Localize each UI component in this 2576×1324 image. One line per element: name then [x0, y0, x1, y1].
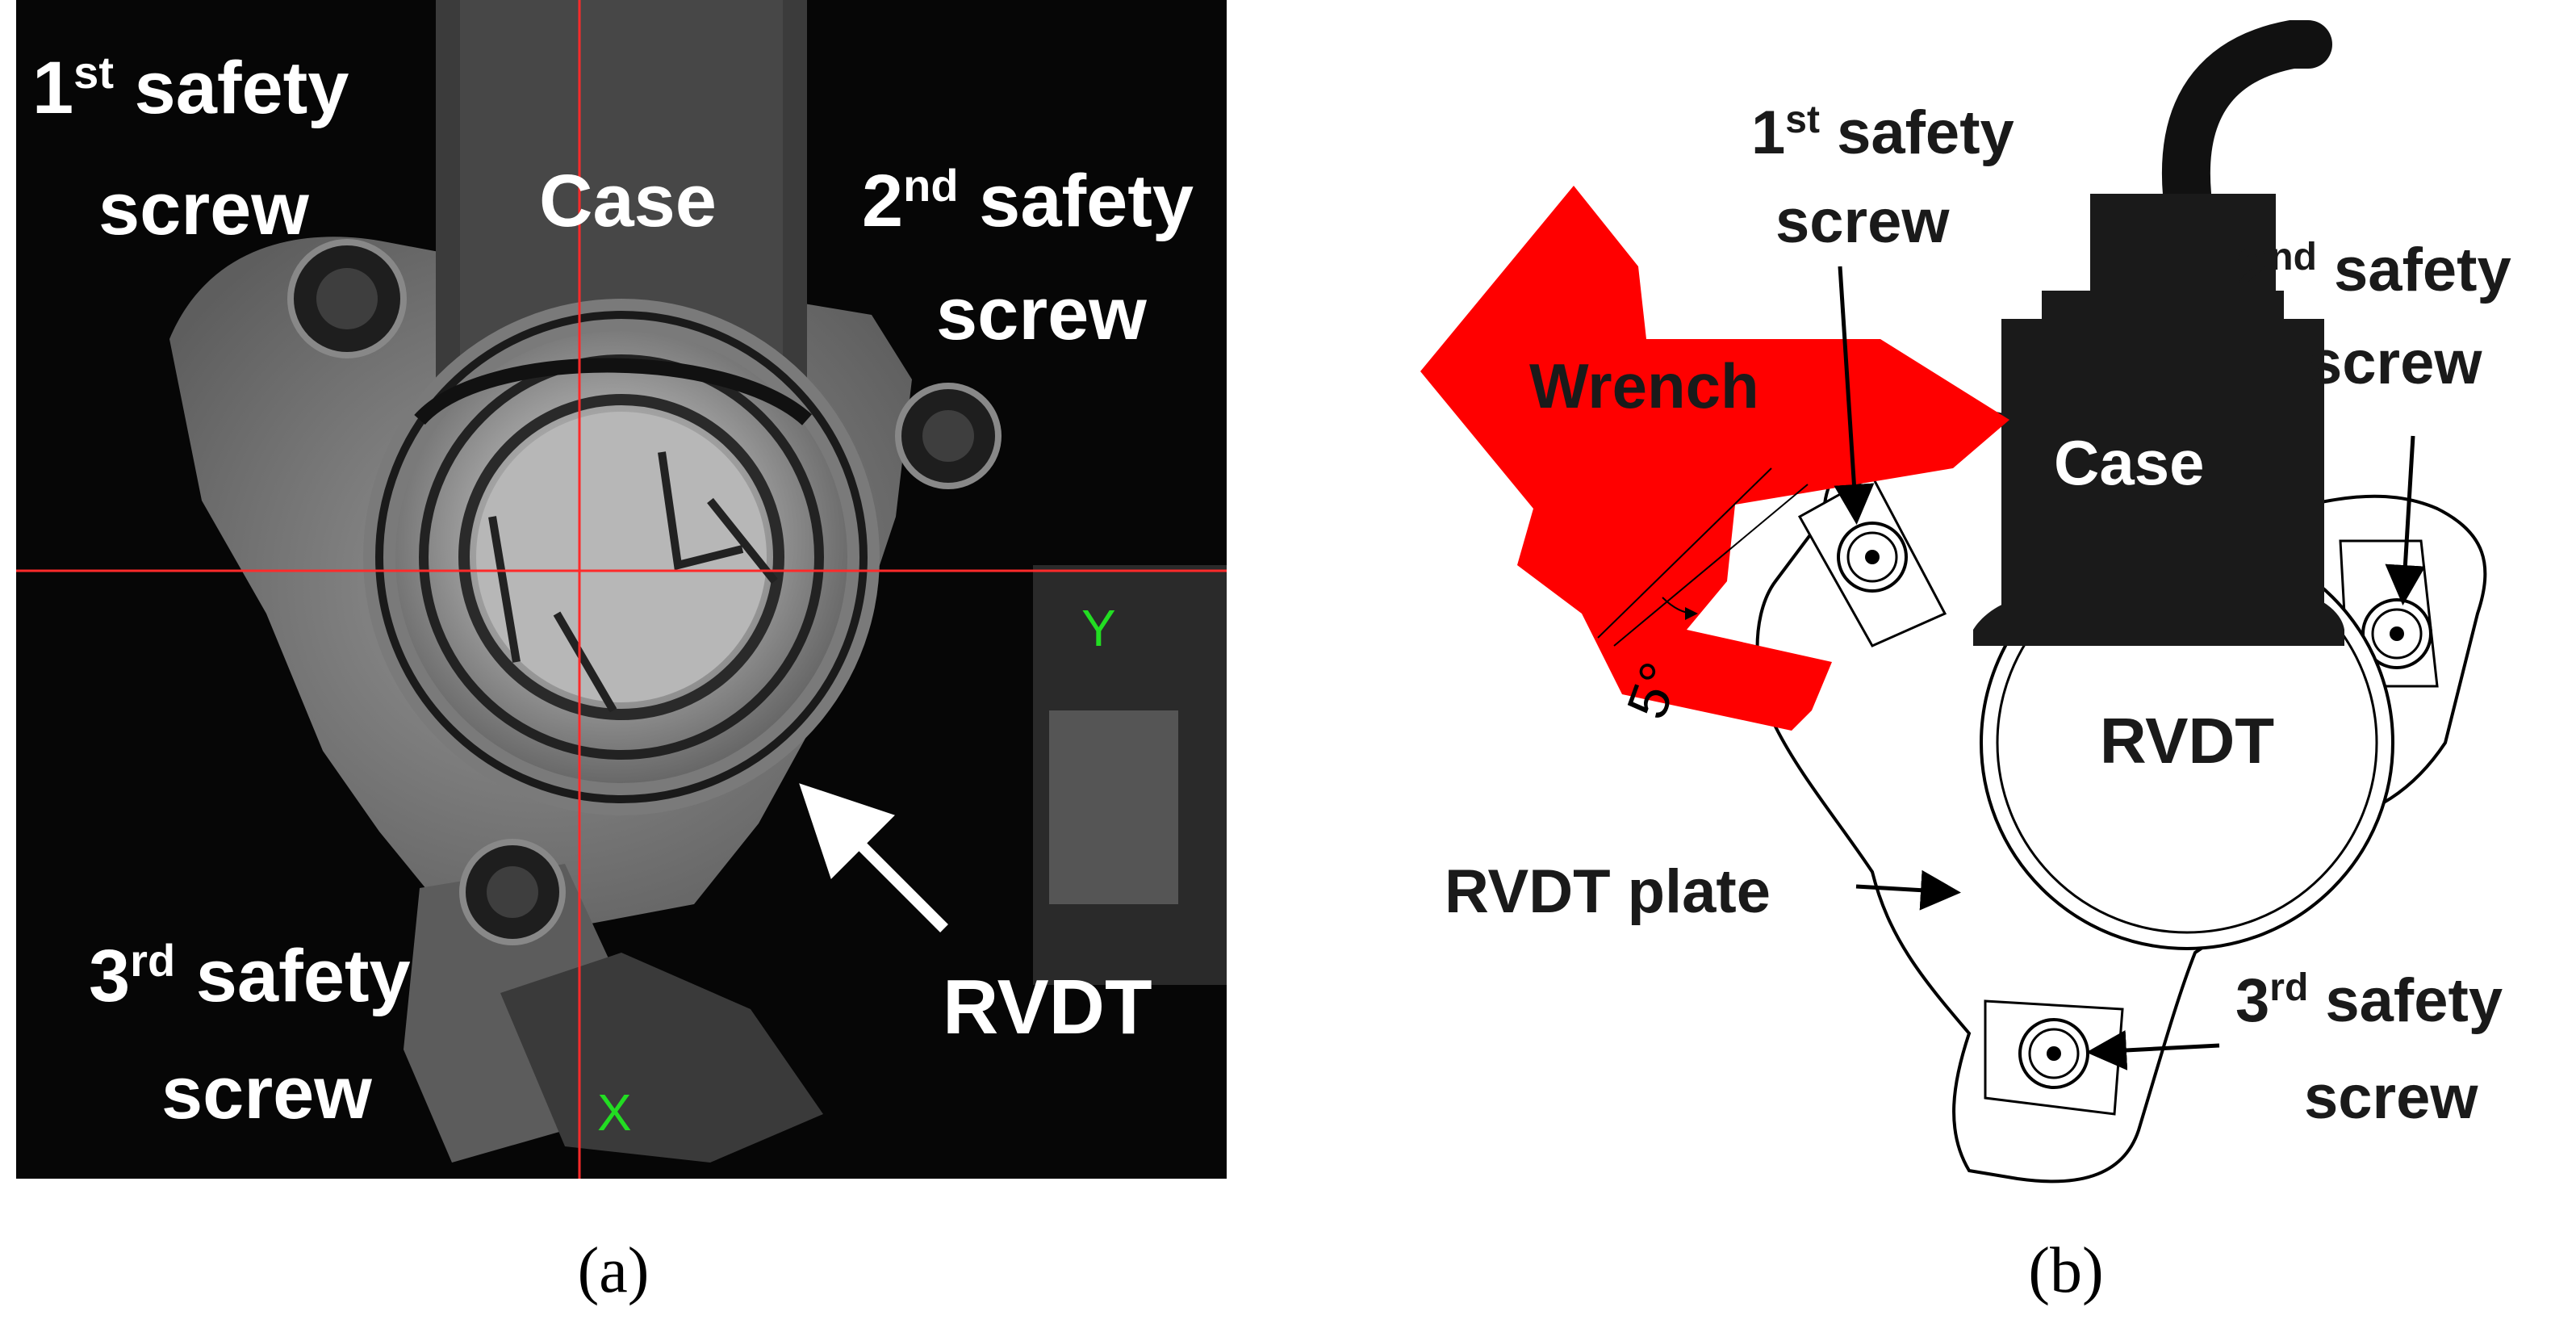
- angle-line-2: [1613, 484, 1809, 647]
- axis-y-label: Y: [1081, 599, 1116, 657]
- arrow-screw-1: [1834, 266, 1875, 525]
- schematic-label-screw2: 2nd safety: [2235, 236, 2511, 305]
- lower-shadow: [500, 953, 823, 1163]
- right-part: [1049, 710, 1178, 904]
- schematic-label-wrench: Wrench: [1529, 350, 1759, 421]
- photo-label-screw1: 1st safety: [32, 47, 349, 130]
- arrow-screw-2: [2385, 435, 2426, 605]
- photo-screw-1: [287, 239, 407, 358]
- rvdt-arrow-a: [799, 783, 948, 932]
- axis-x-label: X: [597, 1083, 632, 1142]
- case-cable: [2161, 19, 2332, 218]
- photo-label-screw1-line2: screw: [98, 168, 309, 250]
- panel-b-schematic: 1st safety screw 2nd safety screw 3rd sa…: [1420, 19, 2511, 1184]
- angle-line-1: [1597, 467, 1772, 639]
- schematic-label-screw2-line2: screw: [2308, 329, 2482, 397]
- schematic-label-rvdt-plate: RVDT plate: [1445, 857, 1771, 926]
- caption-a: (a): [578, 1235, 650, 1306]
- schematic-label-screw1: 1st safety: [1751, 98, 2014, 168]
- arrow-screw-3: [2086, 1029, 2220, 1071]
- photo-label-screw3: 3rd safety: [89, 935, 411, 1018]
- photo-label-screw2-line2: screw: [936, 273, 1147, 355]
- caption-b: (b): [2028, 1235, 2103, 1306]
- schematic-label-screw1-line2: screw: [1775, 187, 1950, 256]
- angle-arc: [1662, 597, 1698, 620]
- schematic-label-screw3-line2: screw: [2304, 1063, 2478, 1132]
- photo-screw-2: [895, 383, 1002, 489]
- photo-label-screw2: 2nd safety: [862, 160, 1194, 243]
- photo-label-screw3-line2: screw: [161, 1052, 372, 1134]
- photo-screw-3: [459, 839, 566, 945]
- photo-label-case: Case: [539, 160, 717, 242]
- schematic-case: [1973, 194, 2344, 646]
- arrow-rvdt-plate: [1855, 869, 1961, 911]
- schematic-screw-3: [1984, 999, 2124, 1116]
- schematic-label-screw3: 3rd safety: [2235, 966, 2503, 1036]
- photo-label-rvdt: RVDT: [943, 964, 1152, 1050]
- schematic-label-rvdt: RVDT: [2100, 705, 2274, 777]
- wrench-shape: [1420, 186, 2009, 731]
- schematic-label-case: Case: [2054, 427, 2204, 498]
- photo-rvdt: [363, 299, 880, 815]
- panel-a-photo: 1st safety screw Case 2nd safety screw 3…: [16, 0, 1227, 1179]
